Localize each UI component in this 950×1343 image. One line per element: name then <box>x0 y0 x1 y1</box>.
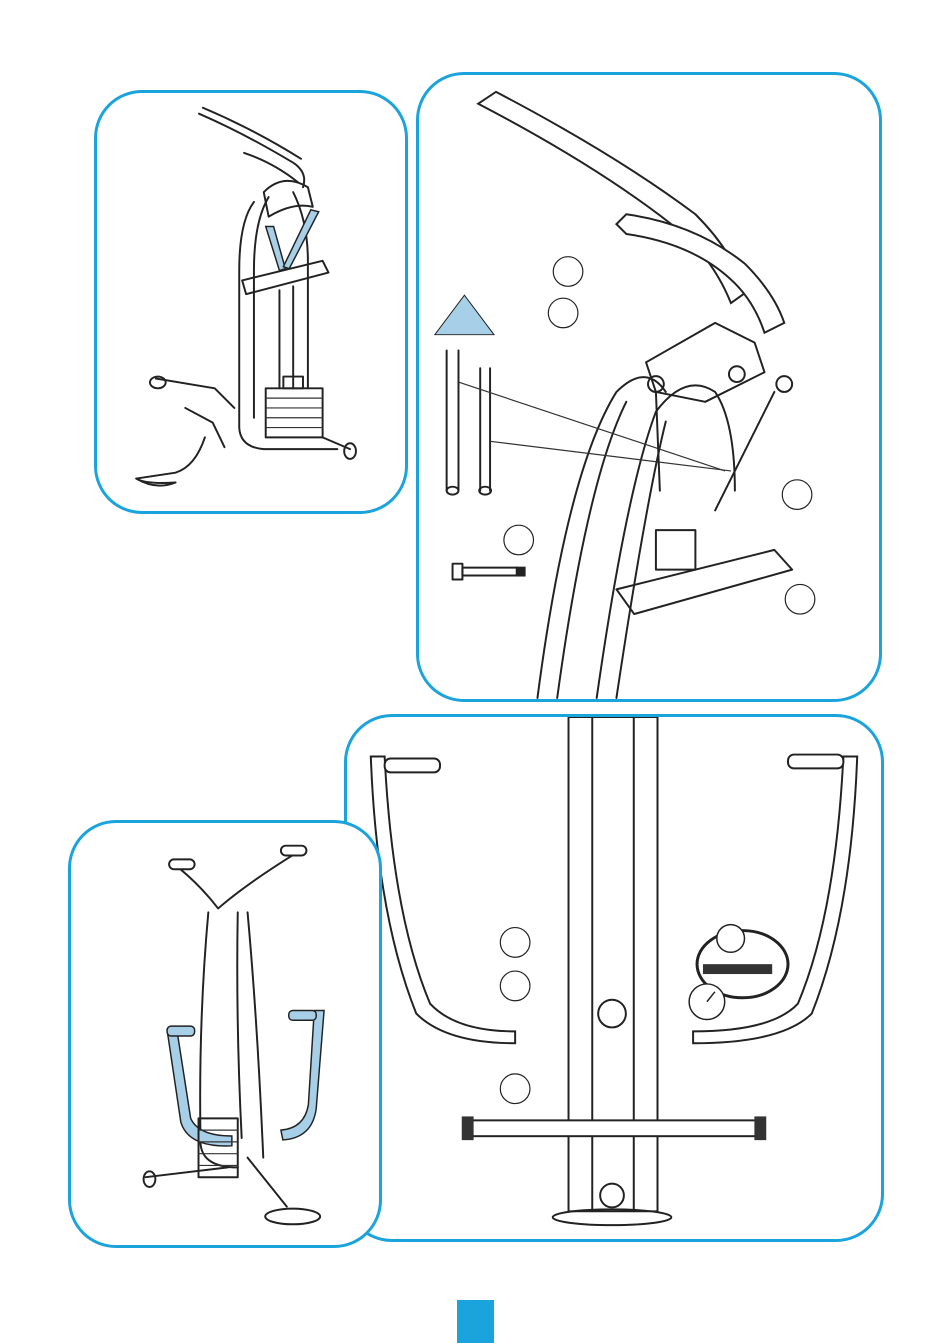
overview-panel-top-left <box>94 90 408 514</box>
callout-circle <box>548 298 578 328</box>
callout-circle <box>504 525 534 555</box>
callout-circle <box>500 1074 530 1104</box>
pulley-assembly-illustration <box>419 75 879 699</box>
overview-panel-bottom-left <box>68 820 382 1248</box>
callout-circle <box>553 257 583 287</box>
page-marker <box>457 1300 494 1343</box>
wrench-torque-mascot-icon <box>689 925 788 1020</box>
detail-panel-bottom-right <box>344 714 884 1242</box>
callout-circle <box>782 480 812 510</box>
machine-overview-illustration <box>97 93 405 511</box>
callout-circle <box>785 584 815 614</box>
machine-overview-illustration <box>71 823 379 1245</box>
callout-circle <box>500 971 530 1001</box>
callout-circle <box>500 928 530 958</box>
detail-panel-top-right <box>416 72 882 702</box>
arm-assembly-illustration <box>347 717 881 1239</box>
